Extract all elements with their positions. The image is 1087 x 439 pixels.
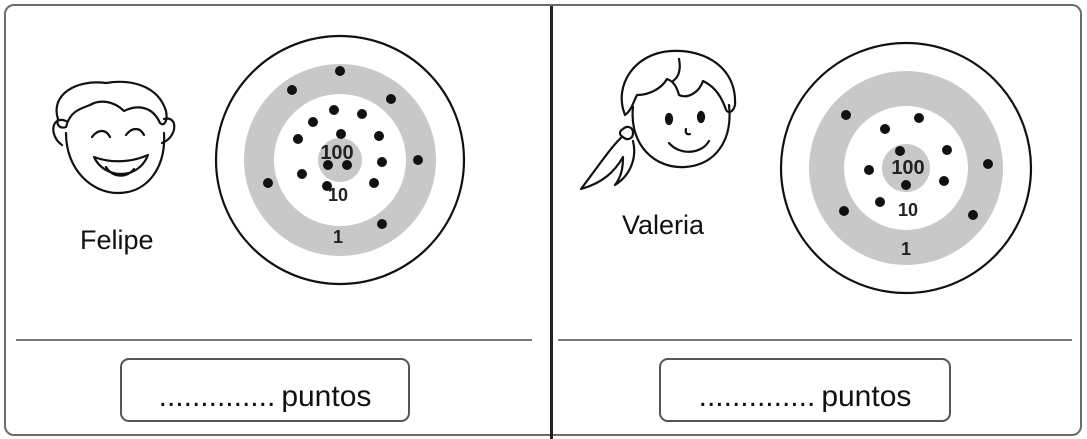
student-name: Felipe [80, 225, 154, 255]
hit-dot [413, 155, 423, 165]
hit-dot [841, 110, 851, 120]
hit-dot [895, 146, 905, 156]
hit-dot [342, 160, 352, 170]
ring-label-10: 10 [898, 200, 918, 220]
ring-label-1: 1 [901, 239, 911, 259]
hit-dot [323, 160, 333, 170]
hit-dot [293, 134, 303, 144]
ring-label-100: 100 [320, 142, 353, 164]
girl-face-icon [579, 49, 737, 191]
separator-line [16, 339, 532, 341]
answer-box[interactable]: .............. puntos [659, 358, 951, 422]
hit-dot [942, 145, 952, 155]
answer-unit: puntos [281, 380, 372, 413]
hit-dot [839, 206, 849, 216]
ring-label-1: 1 [333, 227, 343, 247]
hit-dot [864, 165, 874, 175]
boy-face-icon [52, 80, 176, 195]
panel-divider [550, 6, 553, 439]
hit-dot [968, 210, 978, 220]
hit-dot [287, 85, 297, 95]
hit-dot [386, 94, 396, 104]
separator-line [558, 339, 1072, 341]
hit-dot [297, 169, 307, 179]
hit-dot [901, 180, 911, 190]
hit-dot [308, 117, 318, 127]
hit-dot [939, 176, 949, 186]
hit-dot [329, 105, 339, 115]
answer-unit: puntos [821, 380, 912, 413]
dartboard-target: 100 10 1 [214, 34, 466, 286]
hit-dot [322, 181, 332, 191]
hit-dot [357, 109, 367, 119]
hit-dot [880, 124, 890, 134]
answer-box[interactable]: .............. puntos [120, 358, 410, 422]
answer-blank[interactable]: .............. [158, 380, 276, 413]
hit-dot [914, 113, 924, 123]
hit-dot [983, 159, 993, 169]
worksheet-frame [4, 4, 1082, 436]
hit-dot [377, 219, 387, 229]
hit-dot [374, 131, 384, 141]
hit-dot [875, 197, 885, 207]
hit-dot [369, 178, 379, 188]
answer-blank[interactable]: .............. [698, 380, 816, 413]
hit-dot [263, 178, 273, 188]
ring-label-10: 10 [328, 185, 348, 205]
dartboard-target: 100 10 1 [779, 41, 1033, 295]
ring-label-100: 100 [891, 157, 924, 179]
hit-dot [336, 129, 346, 139]
student-name: Valeria [622, 210, 705, 240]
hit-dot [377, 157, 387, 167]
hit-dot [335, 66, 345, 76]
